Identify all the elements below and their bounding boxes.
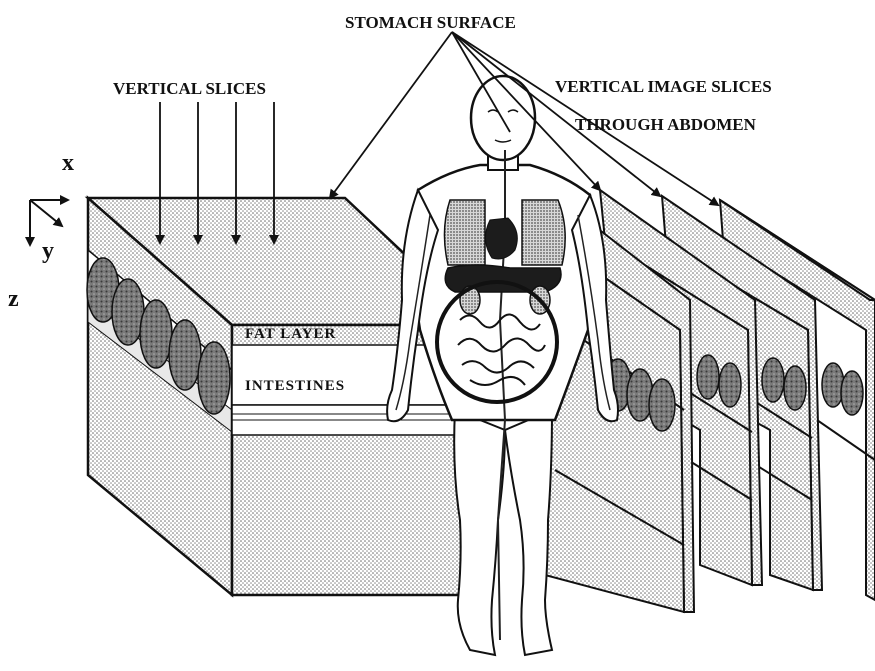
through-abdomen-label: THROUGH ABDOMEN xyxy=(575,115,757,134)
axis-z-label: z xyxy=(8,286,19,312)
stomach-surface-label: STOMACH SURFACE xyxy=(345,13,516,32)
axis-x-label: x xyxy=(62,150,74,176)
left-lung xyxy=(444,200,485,265)
vertical-slices-label: VERTICAL SLICES xyxy=(113,79,266,98)
intestines-label: INTESTINES xyxy=(245,378,345,394)
fat-layer-label: FAT LAYER xyxy=(245,326,336,342)
head xyxy=(471,76,535,160)
axis-y-label: y xyxy=(42,238,54,264)
vertical-image-slices-label: VERTICAL IMAGE SLICES xyxy=(555,77,772,96)
right-lung xyxy=(522,200,565,265)
right-leg xyxy=(505,410,552,655)
heart xyxy=(485,218,517,259)
